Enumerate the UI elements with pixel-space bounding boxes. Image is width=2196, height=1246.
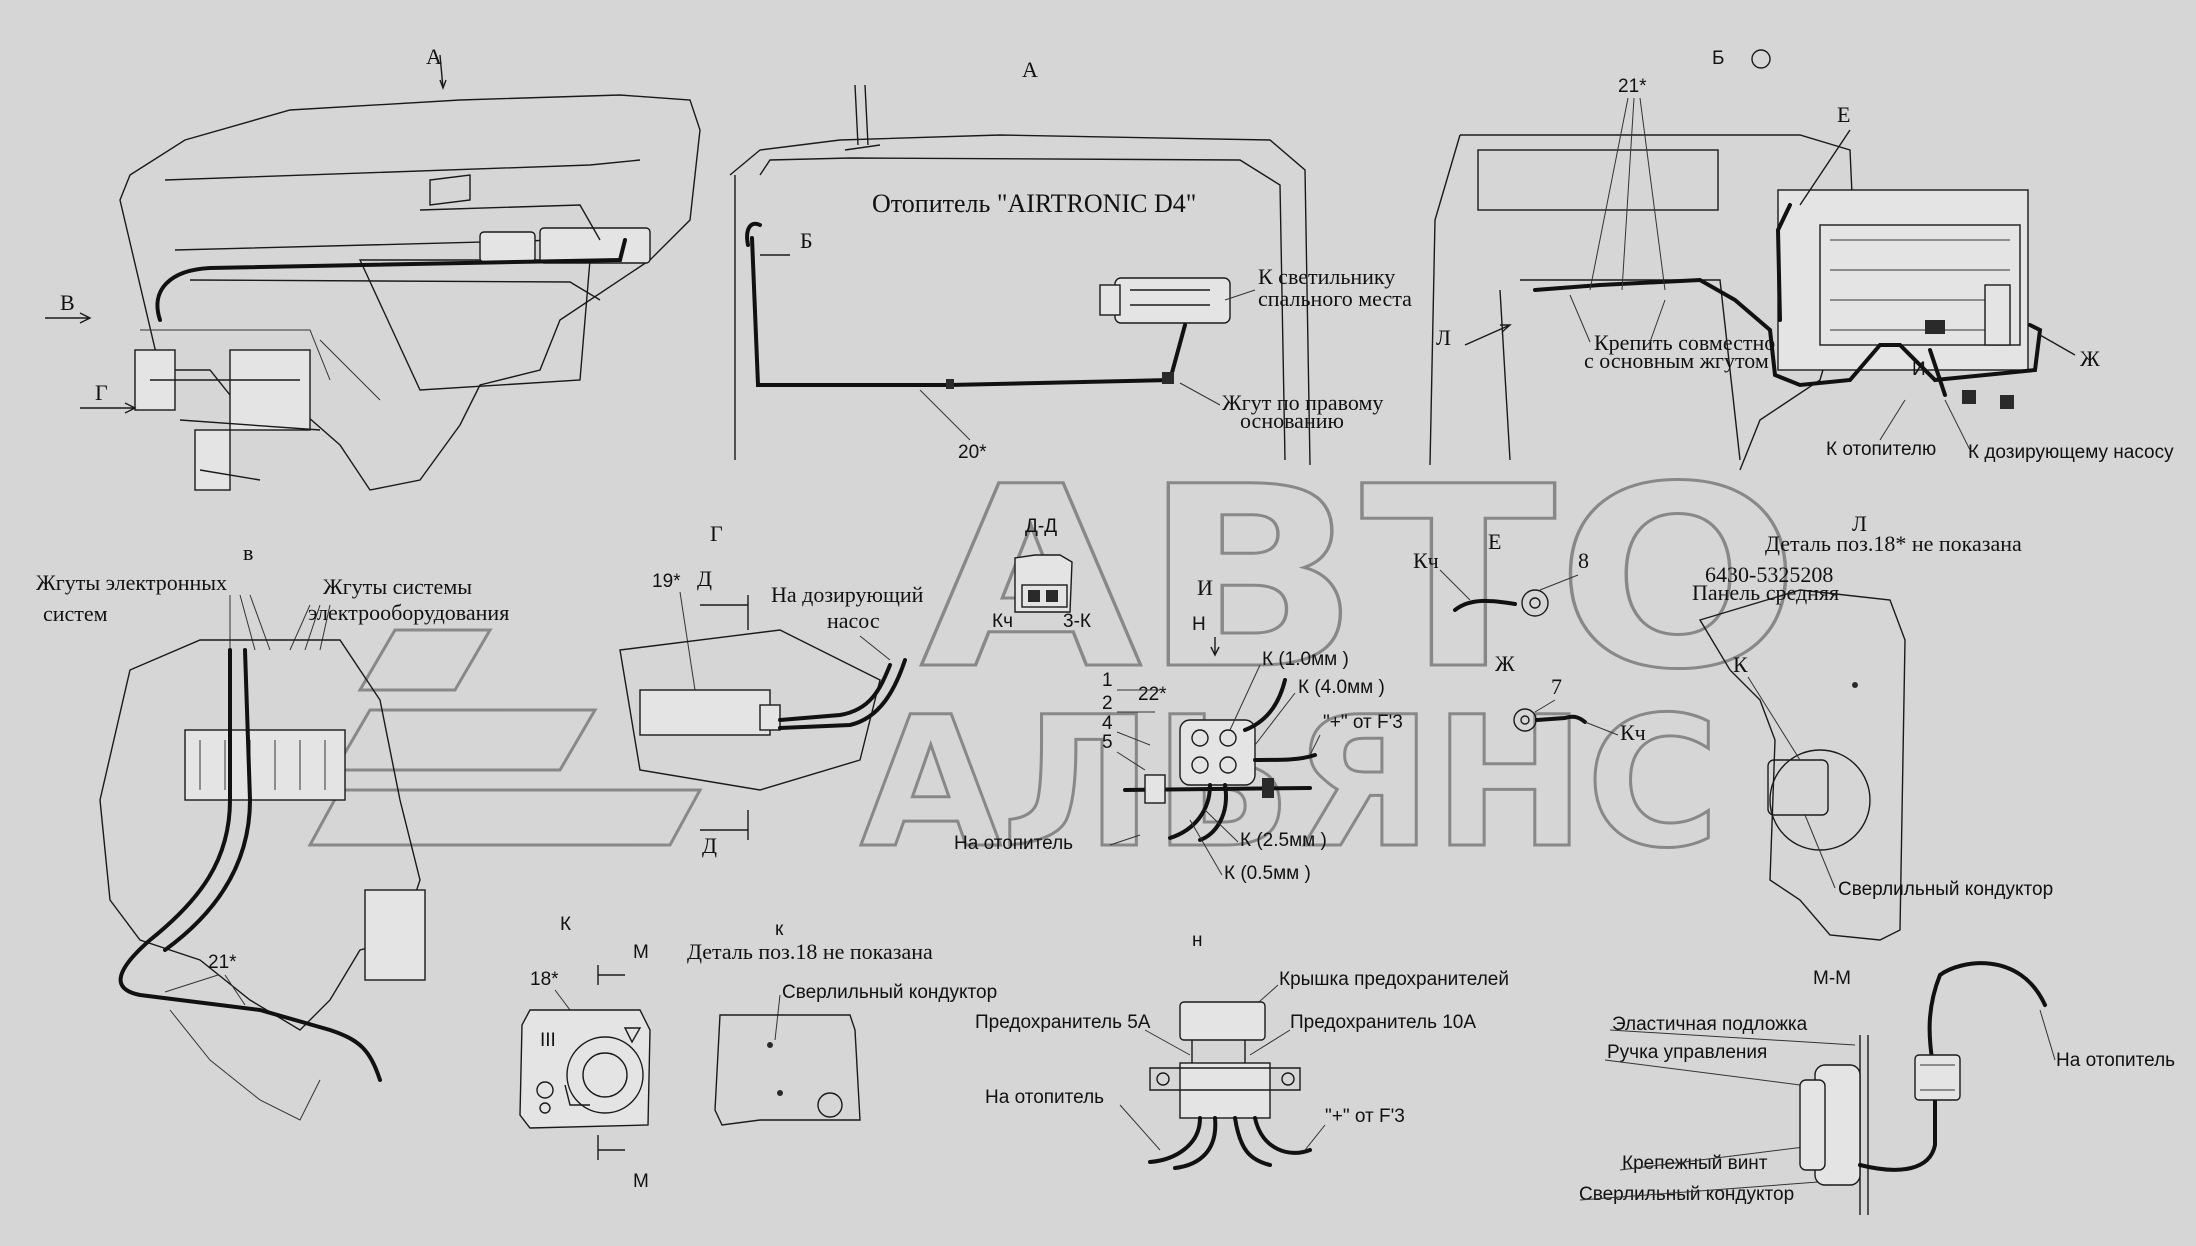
view-a-title: А	[1022, 57, 1038, 82]
label-control-knob: Ручка управления	[1607, 1042, 1767, 1063]
view-mm-title: М-М	[1813, 968, 1851, 989]
view-k2-title: к	[775, 919, 784, 940]
mm-section	[1799, 961, 2047, 1215]
pos-7: 7	[1551, 674, 1562, 699]
arrow-v-label: В	[60, 290, 75, 315]
view-a-left-cab: А	[119, 44, 701, 491]
label-fasten-1: Крепить совместно	[1594, 330, 1775, 355]
arrow-zh-label-top: Ж	[2080, 346, 2100, 371]
connector-dd	[1014, 554, 1073, 613]
view-dd-title: Д-Д	[1025, 516, 1057, 537]
arrow-b-label: Б	[800, 228, 813, 253]
heater-title: Отопитель "AIRTRONIC D4"	[872, 189, 1196, 218]
label-kch-zh: Кч	[1620, 720, 1646, 745]
arrow-e-label: Е	[1837, 102, 1850, 127]
fuse-holder-assembly	[1123, 678, 1317, 842]
label-fuse-5a: Предохранитель 5А	[975, 1012, 1151, 1033]
view-v-dashboard	[99, 639, 426, 1121]
pos-8: 8	[1578, 548, 1589, 573]
label-fasten-2: с основным жгутом	[1584, 348, 1769, 373]
num-4: 4	[1102, 713, 1113, 734]
pos-22: 22*	[1138, 684, 1167, 705]
label-fuse-cover: Крышка предохранителей	[1279, 969, 1509, 990]
label-electrical-harness-2: электрооборудования	[308, 600, 509, 625]
watermark-logo-stripes	[307, 628, 703, 847]
view-v-title: в	[243, 540, 253, 565]
arrow-k-label-right: К	[1733, 652, 1748, 677]
view-b-dashboard: Б	[1429, 48, 2043, 471]
knob-marker: III	[540, 1030, 556, 1051]
label-k-0-5mm: К (0.5мм )	[1224, 863, 1311, 884]
view-n-title: н	[1192, 930, 1203, 951]
label-fuse-10a: Предохранитель 10А	[1290, 1012, 1476, 1033]
arrow-d-top-label: Д	[697, 566, 712, 591]
label-electronic-harness-2: систем	[43, 601, 108, 626]
label-k-1mm: К (1.0мм )	[1262, 649, 1349, 670]
control-panel-knob	[519, 1009, 651, 1129]
label-kch-dd: Кч	[992, 611, 1013, 632]
label-drilling-jig-k: Сверлильный кондуктор	[782, 982, 997, 1003]
pos-19: 19*	[652, 571, 681, 592]
pos-20: 20*	[958, 442, 987, 463]
label-harness-right-1: Жгут по правому	[1222, 390, 1383, 415]
arrow-zh-label: Ж	[1495, 651, 1515, 676]
pos-21-bottom: 21*	[208, 952, 237, 973]
pos-21-top: 21*	[1618, 76, 1647, 97]
arrow-l-label: Л	[1436, 325, 1451, 350]
terminal-ring-7	[1513, 708, 1587, 732]
terminal-ring-8	[1453, 589, 1549, 617]
label-on-dosing-pump-1: На дозирующий	[771, 582, 924, 607]
arrow-i-label-top: И	[1912, 359, 1926, 380]
label-to-heater-top: К отопителю	[1826, 439, 1936, 460]
label-electrical-harness-1: Жгуты системы	[323, 574, 472, 599]
drilling-jig-plate	[714, 1014, 861, 1126]
num-2: 2	[1102, 693, 1113, 714]
label-on-heater-n: На отопитель	[985, 1087, 1104, 1108]
label-drilling-jig-m: Сверлильный кондуктор	[1579, 1184, 1794, 1205]
view-e-title: Е	[1488, 529, 1501, 554]
panel-middle-drawing	[1698, 589, 1906, 941]
label-to-lamp: К светильнику	[1258, 264, 1395, 289]
label-plus-f3: "+" от F'3	[1323, 712, 1403, 733]
label-pin-3k: 3-К	[1063, 611, 1091, 632]
label-detail18-not-shown: Деталь поз.18* не показана	[1765, 531, 2022, 556]
view-k1-title: К	[560, 914, 571, 935]
arrow-g-label: Г	[95, 380, 108, 405]
label-kch-e: Кч	[1413, 548, 1439, 573]
label-k-4mm: К (4.0мм )	[1298, 677, 1385, 698]
label-harness-right-2: основанию	[1240, 408, 1344, 433]
label-plus-f3-n: "+" от F'3	[1325, 1106, 1405, 1127]
label-detail18-k: Деталь поз.18 не показана	[687, 939, 933, 964]
pos-18: 18*	[530, 969, 559, 990]
label-sleeping-place: спального места	[1258, 286, 1412, 311]
arrow-m-top-label: М	[633, 942, 649, 963]
label-fixing-screw: Крепежный винт	[1622, 1153, 1768, 1174]
label-on-heater-m: На отопитель	[2056, 1050, 2175, 1071]
label-on-heater-center: На отопитель	[954, 833, 1073, 854]
view-a-left-title: А	[426, 44, 442, 69]
label-to-dosing-pump: К дозирующему насосу	[1968, 442, 2174, 463]
arrow-m-bottom-label: М	[633, 1171, 649, 1192]
arrow-d-bottom-label: Д	[702, 833, 717, 858]
watermark-line2: АЛЬЯНС	[860, 679, 1720, 888]
label-elastic-pad: Эластичная подложка	[1612, 1014, 1808, 1035]
label-panel-code: 6430-5325208	[1705, 562, 1833, 587]
arrow-i-label: И	[1197, 575, 1213, 600]
label-electronic-harness-1: Жгуты электронных	[36, 570, 227, 595]
view-l-title: Л	[1852, 511, 1867, 536]
label-k-2-5mm: К (2.5мм )	[1240, 830, 1327, 851]
view-g-title: Г	[710, 521, 723, 546]
view-b-title: Б	[1712, 48, 1724, 69]
arrow-n-label: Н	[1192, 614, 1206, 635]
fuse-holder-detail	[1148, 1001, 1312, 1170]
label-on-dosing-pump-2: насос	[827, 608, 880, 633]
num-5: 5	[1102, 732, 1113, 753]
view-a-sleeper: А	[729, 57, 1311, 466]
label-drilling-jig: Сверлильный кондуктор	[1838, 879, 2053, 900]
num-1: 1	[1102, 670, 1113, 691]
watermark: АВТО АЛЬЯНС	[307, 432, 1802, 890]
view-g-assembly	[619, 629, 907, 791]
